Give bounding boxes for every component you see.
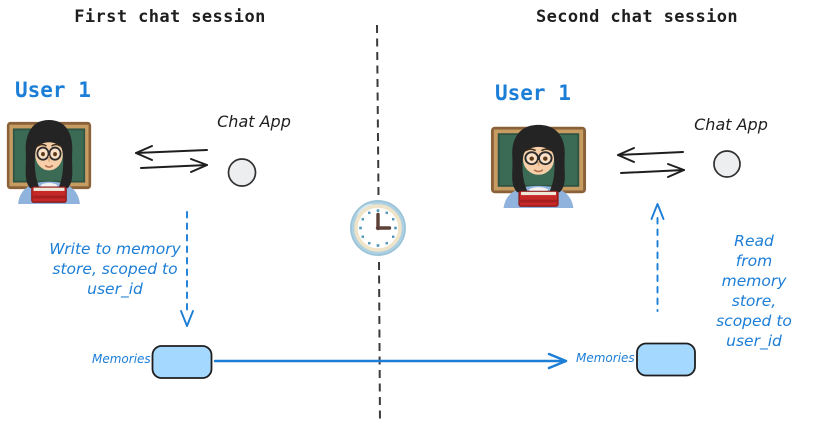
right-memories-label: Memories xyxy=(576,351,635,365)
left-session-title: First chat session xyxy=(74,7,266,27)
right-session-title: Second chat session xyxy=(535,7,739,27)
left-user-label: User 1 xyxy=(15,78,91,102)
clock-icon xyxy=(350,200,406,256)
read-from-memory-arrow xyxy=(650,203,665,312)
woman-teacher-emoji-right xyxy=(490,112,587,208)
memories-box-left xyxy=(151,345,213,379)
left-chat-app-label: Chat App xyxy=(217,112,291,131)
memories-box-right xyxy=(636,342,696,377)
write-to-memory-arrow xyxy=(180,211,194,327)
message-arrows-left xyxy=(135,145,208,173)
right-user-label: User 1 xyxy=(495,81,571,105)
message-arrows-right xyxy=(617,147,685,178)
chat-app-node-left xyxy=(227,158,257,187)
woman-teacher-emoji-left xyxy=(6,107,92,204)
memory-transfer-arrow xyxy=(213,352,568,370)
left-memories-label: Memories xyxy=(92,352,151,366)
right-read-note: Read from memory store, scoped to user_i… xyxy=(716,232,792,350)
right-chat-app-label: Chat App xyxy=(694,115,768,134)
left-write-note: Write to memory store, scoped to user_id xyxy=(49,240,181,298)
chat-app-node-right xyxy=(713,150,741,178)
session-divider-line xyxy=(376,24,381,425)
